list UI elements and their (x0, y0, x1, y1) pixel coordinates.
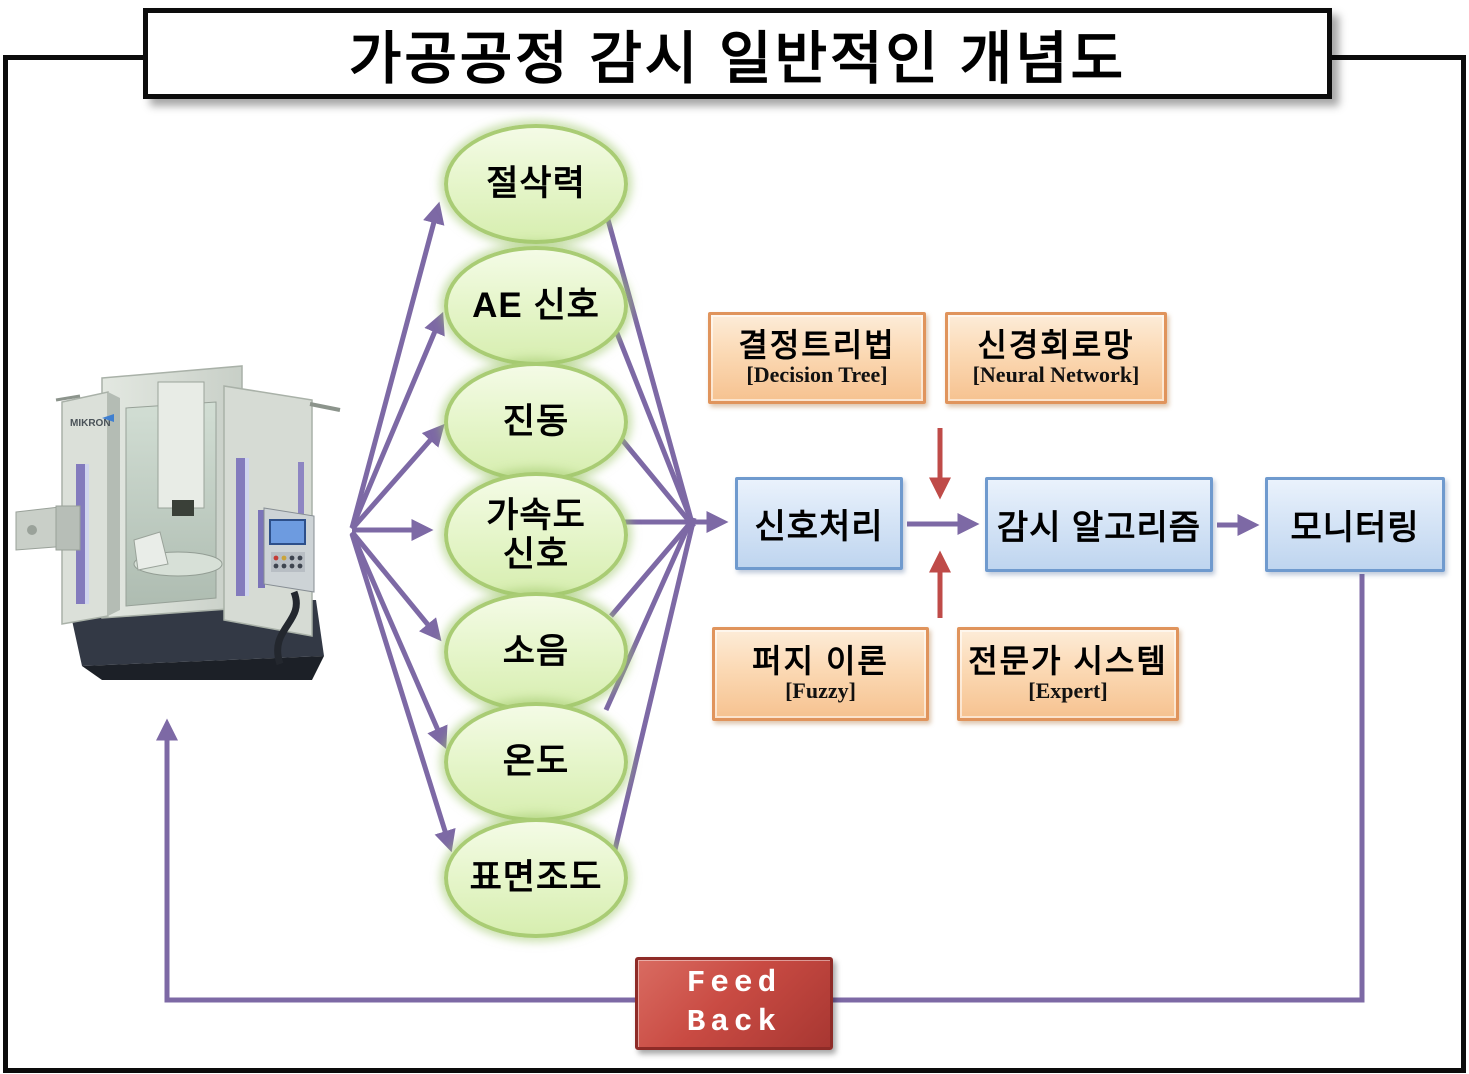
sensor-ellipse-noise: 소음 (444, 592, 628, 712)
sensor-ellipse-cutting-force: 절삭력 (444, 124, 628, 244)
sensor-label: AE 신호 (472, 286, 600, 326)
sensor-label: 가속도 신호 (486, 495, 586, 574)
machine-spindle-column (157, 381, 205, 509)
method-english-label: [Neural Network] (972, 361, 1140, 387)
sensor-ellipse-vibration: 진동 (444, 362, 628, 482)
method-korean-label: 결정트리법 (738, 327, 896, 364)
sensor-label: 온도 (502, 742, 570, 782)
sensor-label: 절삭력 (486, 164, 586, 204)
method-korean-label: 전문가 시스템 (968, 643, 1168, 680)
sensor-label: 소음 (502, 632, 570, 672)
process-label: 모니터링 (1290, 509, 1420, 547)
process-label: 신호처리 (754, 508, 884, 546)
method-korean-label: 신경회로망 (977, 327, 1135, 364)
method-box-decision-tree: 결정트리법 [Decision Tree] (708, 312, 926, 404)
page-title: 가공공정 감시 일반적인 개념도 (348, 26, 1127, 91)
method-english-label: [Decision Tree] (746, 361, 888, 387)
method-box-neural-network: 신경회로망 [Neural Network] (945, 312, 1167, 404)
sensor-ellipse-acceleration: 가속도 신호 (444, 472, 628, 598)
feedback-label-line1: Feed (686, 965, 782, 1001)
process-label: 감시 알고리즘 (996, 509, 1202, 547)
sensor-ellipse-ae-signal: AE 신호 (444, 246, 628, 366)
method-box-expert-system: 전문가 시스템 [Expert] (957, 627, 1179, 721)
title-box: 가공공정 감시 일반적인 개념도 (143, 8, 1332, 99)
sensor-label: 진동 (502, 402, 570, 442)
method-box-fuzzy: 퍼지 이론 [Fuzzy] (712, 627, 929, 721)
machine-illustration: MIKRON (15, 365, 341, 680)
process-box-monitoring-algorithm: 감시 알고리즘 (985, 477, 1213, 572)
feedback-label-line2: Back (686, 1004, 782, 1040)
machine-brand-logo (102, 414, 114, 422)
method-english-label: [Expert] (1028, 677, 1108, 703)
machine-spindle-head (172, 500, 194, 516)
process-box-monitoring: 모니터링 (1265, 477, 1445, 572)
feedback-box: Feed Back (635, 957, 833, 1050)
method-korean-label: 퍼지 이론 (752, 643, 889, 680)
sensor-ellipse-temperature: 온도 (444, 702, 628, 822)
method-english-label: [Fuzzy] (785, 677, 856, 703)
sensor-label: 표면조도 (469, 858, 603, 898)
machine-brand-label: MIKRON (70, 418, 111, 429)
sensor-ellipse-surface-roughness: 표면조도 (444, 818, 628, 938)
process-box-signal-processing: 신호처리 (735, 477, 903, 570)
